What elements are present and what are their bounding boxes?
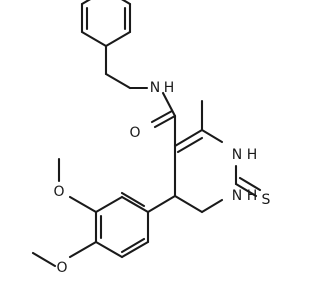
bond: [176, 136, 204, 154]
bond: [31, 251, 57, 268]
atom-labels: O N H N H N H S O O: [53, 80, 270, 276]
bond: [94, 240, 124, 259]
atom-o-carbonyl: O: [129, 125, 140, 141]
atom-n1: N: [232, 147, 242, 163]
bond: [94, 195, 124, 214]
bond: [80, 30, 108, 48]
atom-n3: N: [232, 188, 242, 204]
bond: [121, 0, 132, 6]
bond: [104, 30, 132, 48]
bond: [200, 198, 224, 214]
bond: [238, 176, 262, 192]
atom-h-n1: H: [247, 147, 258, 163]
chemical-structure-diagram: O N H N H N H S O O: [31, 0, 271, 276]
bond: [68, 195, 98, 214]
bond: [200, 128, 224, 144]
bond: [120, 237, 146, 254]
bond: [173, 194, 204, 214]
bond: [68, 240, 98, 259]
bond: [234, 182, 258, 198]
bond: [120, 191, 146, 208]
atom-o-methoxy-3: O: [53, 184, 64, 200]
bond: [120, 195, 150, 214]
atom-h-n3: H: [247, 188, 258, 204]
bond: [120, 240, 150, 259]
atom-n-amide: N: [150, 80, 160, 96]
bond: [173, 128, 204, 148]
bond: [161, 91, 177, 118]
bonds: [31, 0, 262, 268]
atom-s-thione: S: [262, 192, 271, 208]
bond: [150, 109, 174, 124]
bond: [153, 114, 177, 129]
atom-o-methoxy-4: O: [56, 260, 67, 276]
bond: [80, 0, 91, 6]
bond: [104, 72, 132, 90]
bond: [146, 194, 177, 214]
atom-h-amide: H: [164, 80, 175, 96]
